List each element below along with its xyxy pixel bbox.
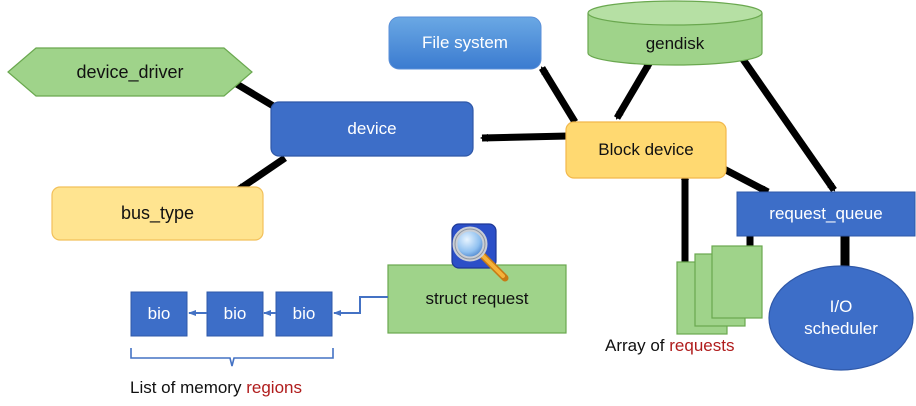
bio-box-3 — [275, 291, 333, 337]
struct-request-box — [387, 264, 567, 334]
memory-regions-caption: List of memory regions — [130, 378, 302, 398]
array-of-requests-stack — [676, 245, 763, 335]
request-queue-box — [736, 191, 916, 237]
block-device-box — [565, 121, 727, 179]
array-of-requests-caption: Array of requests — [605, 336, 734, 356]
bio-chain-connectors — [188, 296, 388, 316]
arrow-block-device-to-device — [480, 132, 569, 142]
list-caption-highlight: regions — [246, 378, 302, 397]
arrow-block-device-to-file-system — [539, 66, 578, 124]
bus-type-box — [51, 186, 264, 241]
arrow-gendisk-to-request-queue — [737, 53, 837, 192]
arrow-device-to-device-driver — [228, 76, 282, 114]
magnifier-icon — [451, 223, 509, 282]
memory-regions-bracket — [130, 348, 334, 367]
file-system-box — [388, 16, 542, 70]
arrow-block-device-gendisk — [613, 60, 654, 120]
array-caption-prefix: Array of — [605, 336, 665, 355]
device-box — [270, 101, 474, 157]
gendisk-cylinder — [587, 0, 763, 66]
bio-box-1 — [130, 291, 188, 337]
device-driver-hexagon — [7, 47, 253, 97]
list-caption-prefix: List of memory — [130, 378, 242, 397]
arrow-block-device-to-request-queue — [720, 164, 770, 196]
io-scheduler-ellipse — [768, 265, 914, 371]
array-caption-highlight: requests — [669, 336, 735, 355]
arrow-device-to-bus-type — [236, 155, 287, 193]
connector-struct-request-to-bio — [333, 296, 388, 316]
arrows — [228, 53, 850, 268]
bio-box-2 — [206, 291, 264, 337]
